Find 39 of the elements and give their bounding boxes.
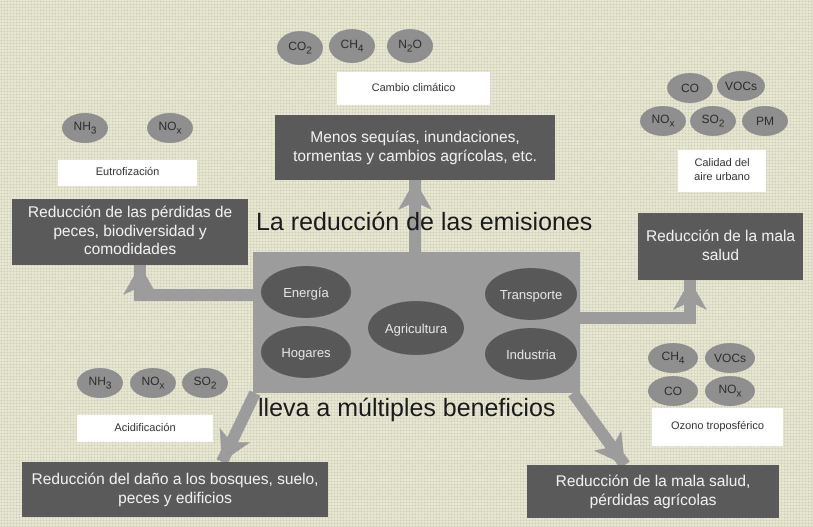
benefit-box: Reducción de la mala salud: [638, 213, 803, 280]
pollutant-ellipse: NO$_{x}$: [640, 106, 686, 136]
arrow: [123, 265, 253, 301]
pollutant-ellipse: VOCs: [705, 343, 755, 373]
sector-ellipse: Energía: [261, 266, 351, 318]
sector-ellipse: Agricultura: [368, 301, 464, 355]
benefit-box: Reducción de la mala salud, pérdidas agrícolas: [527, 465, 779, 518]
pollutant-ellipse: SO$_{2}$: [182, 368, 228, 398]
effect-tag: Ozono troposférico: [652, 408, 783, 446]
effect-tag: Acidificación: [77, 415, 213, 442]
effect-tag: Eutrofización: [58, 160, 197, 186]
pollutant-ellipse: NO$_{x}$: [130, 368, 176, 398]
emission-sources-panel: [253, 252, 580, 393]
heading-text: lleva a múltiples beneficios: [258, 394, 556, 423]
pollutant-ellipse: CO$_{2}$: [277, 31, 323, 65]
benefit-box: Reducción del daño a los bosques, suelo, peces y edificios: [22, 462, 328, 517]
benefit-box: Menos sequías, inundaciones, tormentas y cambios agrícolas, etc.: [275, 115, 555, 180]
pollutant-ellipse: CO: [648, 376, 698, 406]
pollutant-ellipse: NO$_{x}$: [705, 376, 755, 406]
benefit-box: Reducción de las pérdidas de peces, biodiversidad y comodidades: [12, 199, 248, 265]
sector-ellipse: Transporte: [485, 268, 577, 320]
pollutant-ellipse: NH$_{3}$: [77, 368, 123, 398]
heading-text: La reducción de las emisiones: [256, 208, 592, 237]
pollutant-ellipse: SO$_{2}$: [690, 106, 736, 136]
arrow: [398, 180, 432, 252]
sector-ellipse: Industria: [485, 328, 577, 380]
pollutant-ellipse: CO: [667, 73, 713, 103]
arrow: [216, 390, 260, 465]
pollutant-ellipse: PM: [742, 106, 788, 136]
pollutant-ellipse: CH$_{4}$: [648, 343, 698, 373]
effect-tag: Cambio climático: [337, 72, 490, 105]
pollutant-ellipse: N$_{2}$O: [387, 29, 433, 63]
arrow: [580, 280, 707, 324]
pollutant-ellipse: VOCs: [717, 71, 765, 101]
sector-ellipse: Hogares: [261, 326, 351, 378]
pollutant-ellipse: NO$_{x}$: [147, 113, 193, 143]
pollutant-ellipse: NH$_{3}$: [62, 113, 108, 143]
effect-tag: Calidad del aire urbano: [678, 150, 766, 192]
pollutant-ellipse: CH$_{4}$: [329, 29, 375, 63]
